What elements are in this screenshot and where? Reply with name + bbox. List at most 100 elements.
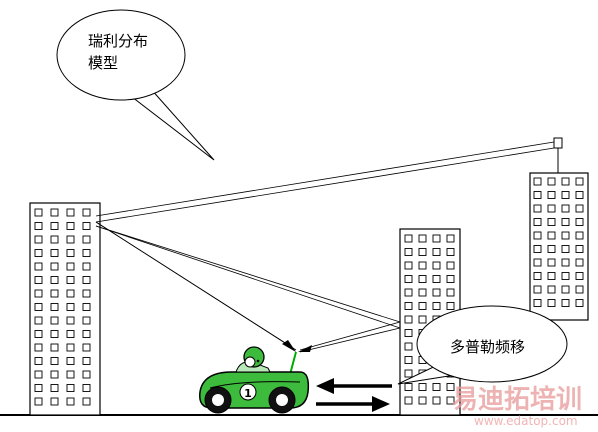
building-window	[34, 208, 43, 217]
arrow-left-icon	[316, 378, 392, 394]
building-window	[50, 357, 59, 365]
building-right	[529, 172, 589, 321]
building-window	[533, 177, 542, 186]
building-window	[446, 248, 455, 256]
building-window	[66, 343, 75, 352]
building-left-windows	[34, 208, 91, 406]
building-window	[66, 208, 75, 217]
building-window	[66, 330, 75, 338]
building-window	[66, 384, 75, 392]
building-window	[66, 303, 75, 311]
building-window	[418, 315, 427, 324]
building-window	[533, 272, 542, 280]
building-window	[404, 329, 413, 337]
building-window	[533, 299, 542, 307]
building-window	[575, 258, 584, 267]
building-window	[34, 235, 43, 244]
building-window	[82, 222, 91, 230]
building-window	[561, 272, 570, 280]
building-window	[404, 261, 413, 270]
building-window	[404, 302, 413, 310]
building-window	[404, 356, 413, 364]
building-window	[66, 235, 75, 244]
building-window	[561, 218, 570, 226]
building-window	[34, 303, 43, 311]
building-window	[547, 299, 556, 307]
building-window	[533, 285, 542, 294]
building-right-windows	[533, 177, 584, 307]
building-window	[404, 275, 413, 283]
building-window	[34, 262, 43, 271]
watermark: 易迪拓培训 www.edatop.com	[452, 385, 582, 428]
building-window	[34, 397, 43, 406]
building-window	[66, 262, 75, 271]
building-window	[34, 384, 43, 392]
building-window	[34, 330, 43, 338]
building-window	[82, 357, 91, 365]
building-window	[50, 397, 59, 406]
building-window	[446, 288, 455, 297]
watermark-url: www.edatop.com	[474, 414, 578, 428]
building-window	[404, 383, 413, 391]
building-window	[533, 191, 542, 199]
building-left	[29, 202, 101, 416]
car-number-disk	[239, 383, 257, 401]
building-window	[575, 218, 584, 226]
building-window	[50, 208, 59, 217]
building-window	[82, 276, 91, 284]
building-window	[34, 222, 43, 230]
building-window	[82, 330, 91, 338]
building-window	[418, 261, 427, 270]
building-window	[533, 258, 542, 267]
building-window	[432, 396, 441, 405]
building-window	[82, 370, 91, 379]
building-window	[34, 370, 43, 379]
building-window	[561, 231, 570, 240]
building-window	[446, 383, 455, 391]
doppler-callout-label: 多普勒频移	[450, 338, 525, 356]
building-window	[418, 275, 427, 283]
building-window	[82, 249, 91, 257]
building-window	[575, 272, 584, 280]
building-window	[575, 245, 584, 253]
building-window	[82, 397, 91, 406]
doppler-callout: 多普勒频移	[397, 305, 568, 385]
building-window	[533, 245, 542, 253]
building-window	[547, 272, 556, 280]
rayleigh-callout-line1: 瑞利分布	[88, 32, 148, 50]
building-window	[404, 248, 413, 256]
building-window	[66, 222, 75, 230]
building-window	[404, 369, 413, 378]
building-window	[561, 258, 570, 267]
building-window	[50, 316, 59, 325]
building-window	[50, 343, 59, 352]
building-window	[561, 299, 570, 307]
building-window	[34, 316, 43, 325]
building-window	[50, 249, 59, 257]
building-window	[575, 177, 584, 186]
building-window	[561, 245, 570, 253]
building-window	[446, 234, 455, 243]
building-window	[34, 289, 43, 298]
building-window	[533, 218, 542, 226]
building-window	[547, 245, 556, 253]
building-window	[50, 384, 59, 392]
building-window	[66, 249, 75, 257]
building-window	[432, 248, 441, 256]
car-wheel-rear	[268, 386, 296, 414]
building-window	[561, 191, 570, 199]
building-window	[404, 396, 413, 405]
rayleigh-callout-line2: 模型	[88, 54, 118, 72]
building-window	[82, 343, 91, 352]
building-window	[547, 191, 556, 199]
signal-paths	[95, 141, 555, 353]
building-window	[34, 249, 43, 257]
building-window	[446, 275, 455, 283]
building-window	[82, 289, 91, 298]
building-window	[533, 204, 542, 213]
building-window	[547, 231, 556, 240]
building-window	[418, 288, 427, 297]
building-window	[66, 370, 75, 379]
building-window	[547, 258, 556, 267]
building-window	[432, 261, 441, 270]
